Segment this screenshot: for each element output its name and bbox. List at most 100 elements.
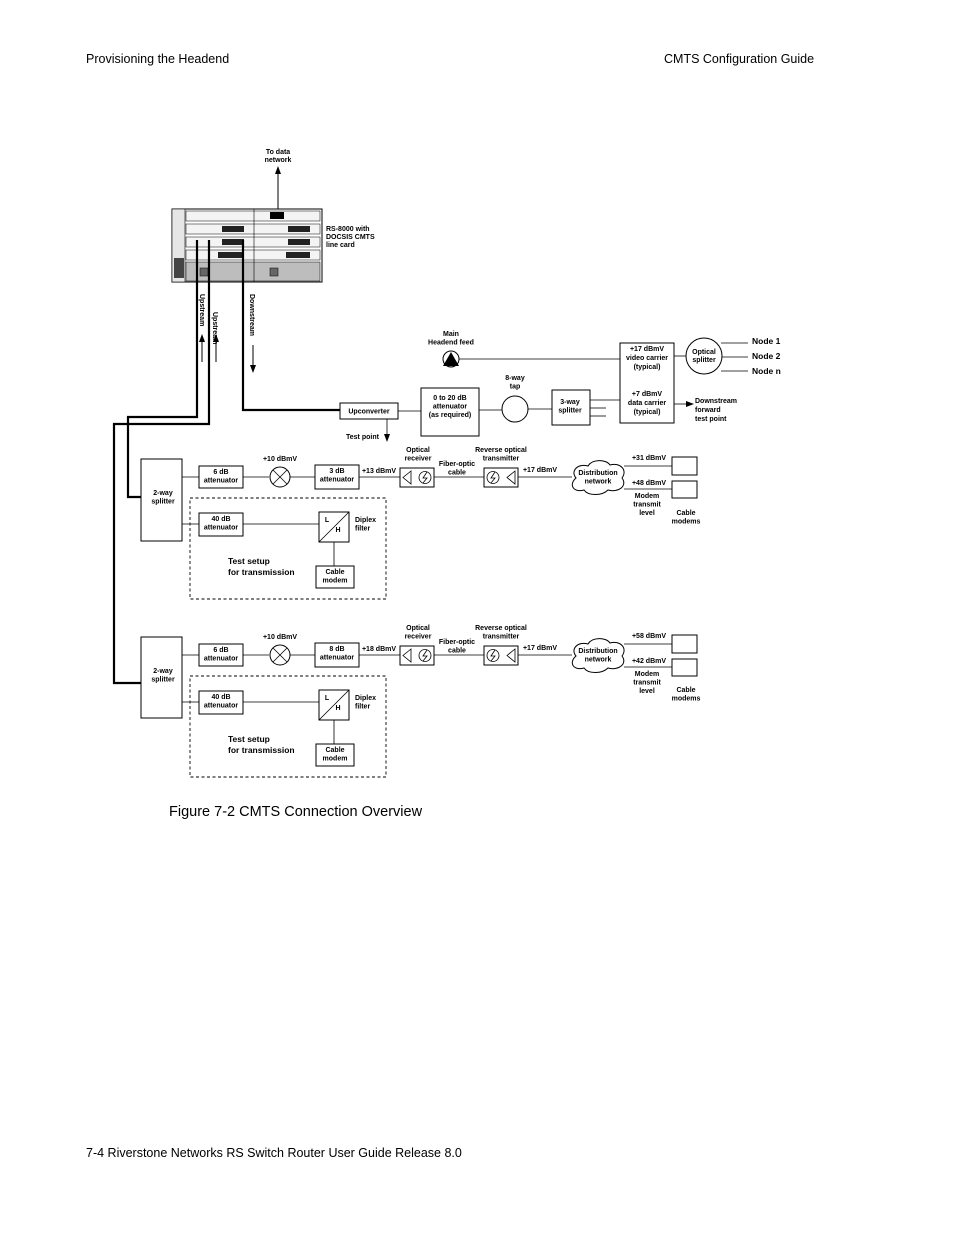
mixer-icon <box>269 466 291 488</box>
label-line: transmit <box>633 680 661 687</box>
cable-modem-box-top <box>671 456 698 476</box>
level-b-label: +18 dBmV <box>362 646 396 653</box>
label-line: 2-way <box>153 668 173 675</box>
splitter-2way-box <box>140 458 183 542</box>
label-line: Distribution <box>578 470 617 477</box>
label-line: 8-way <box>505 375 525 382</box>
label-line: (as required) <box>429 412 471 419</box>
label-line: Cable <box>325 747 344 754</box>
label-line: network <box>265 157 292 164</box>
cable-modem-test-label: Cable modem <box>323 747 348 763</box>
label-line: 3 dB <box>329 468 344 475</box>
label-line: (typical) <box>634 409 661 416</box>
label-line: Optical <box>406 447 430 454</box>
label-line: attenuator <box>204 525 239 532</box>
label-line: splitter <box>151 499 175 506</box>
splitter-2way-label: 2-way splitter <box>151 668 175 684</box>
downstream-label: Downstream <box>248 294 255 336</box>
distribution-network-cloud <box>571 638 625 673</box>
way8-tap <box>501 395 529 423</box>
test-point-label: Test point <box>346 434 380 441</box>
label-line: Main <box>443 331 459 338</box>
label-line: modem <box>323 578 348 585</box>
label-line: attenuator <box>204 478 239 485</box>
label-line: RS-8000 with <box>326 226 370 233</box>
splitter-3way-box <box>551 389 591 426</box>
label-line: Reverse optical <box>475 447 527 454</box>
label-line: Diplex <box>355 695 376 702</box>
optical-receiver-label: Optical receiver <box>405 447 432 463</box>
cable-modem-box-top <box>671 634 698 654</box>
label-line: receiver <box>405 456 432 463</box>
level-c-label: +17 dBmV <box>523 467 557 474</box>
label-line: Optical <box>406 625 430 632</box>
level-bottom-label: +48 dBmV <box>632 480 666 487</box>
label-line: DOCSIS CMTS <box>326 234 375 241</box>
page-header-left: Provisioning the Headend <box>86 52 230 66</box>
optical-splitter <box>685 337 723 375</box>
label-line: attenuator <box>433 404 468 411</box>
label-line: line card <box>326 242 355 249</box>
label-line: splitter <box>151 677 175 684</box>
label-line: +17 dBmV <box>630 346 664 353</box>
label-line: attenuator <box>204 656 239 663</box>
attenuator-40db-label: 40 dB attenuator <box>204 516 239 532</box>
label-line: To data <box>266 149 290 156</box>
label-line: modem <box>323 756 348 763</box>
label-line: test point <box>695 416 727 423</box>
cable-modem-box-bottom <box>671 658 698 677</box>
label-line: 40 dB <box>211 516 230 523</box>
label-line: splitter <box>558 408 582 415</box>
level-top-label: +58 dBmV <box>632 633 666 640</box>
reverse-transmitter-icon <box>483 467 519 488</box>
label-line: Diplex <box>355 517 376 524</box>
level-a-label: +10 dBmV <box>263 634 297 641</box>
label-line: transmit <box>633 502 661 509</box>
cable-modem-test-box <box>315 565 355 589</box>
mixer-icon <box>269 644 291 666</box>
label-line: video carrier <box>626 355 668 362</box>
page-header-right: CMTS Configuration Guide <box>664 52 815 66</box>
upstream-cable-1 <box>126 240 199 499</box>
page-footer: 7-4 Riverstone Networks RS Switch Router… <box>86 1146 462 1160</box>
label-line: modems <box>672 519 701 526</box>
label-line: level <box>639 510 655 517</box>
reverse-transmitter-icon <box>483 645 519 666</box>
diplex-h-label: H <box>335 527 340 534</box>
upstream-cable-2 <box>112 240 211 685</box>
label-line: Downstream <box>695 398 737 405</box>
